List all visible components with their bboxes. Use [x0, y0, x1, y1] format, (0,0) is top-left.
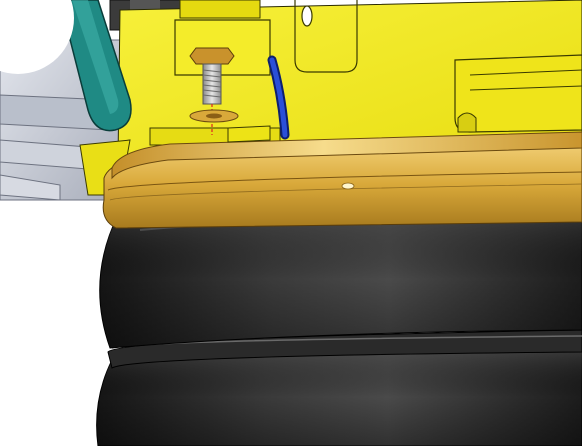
mounting-hardware	[189, 47, 239, 135]
gold-top-plate	[102, 131, 582, 229]
air-spring-bellow-lower	[96, 347, 582, 446]
air-spring-bellow-upper	[99, 209, 582, 349]
step-number: 14	[0, 0, 11, 4]
yellow-bracket-lip	[227, 125, 271, 143]
teal-handle	[59, 0, 132, 132]
nut-icon	[189, 47, 235, 65]
blue-air-hose	[267, 55, 290, 140]
